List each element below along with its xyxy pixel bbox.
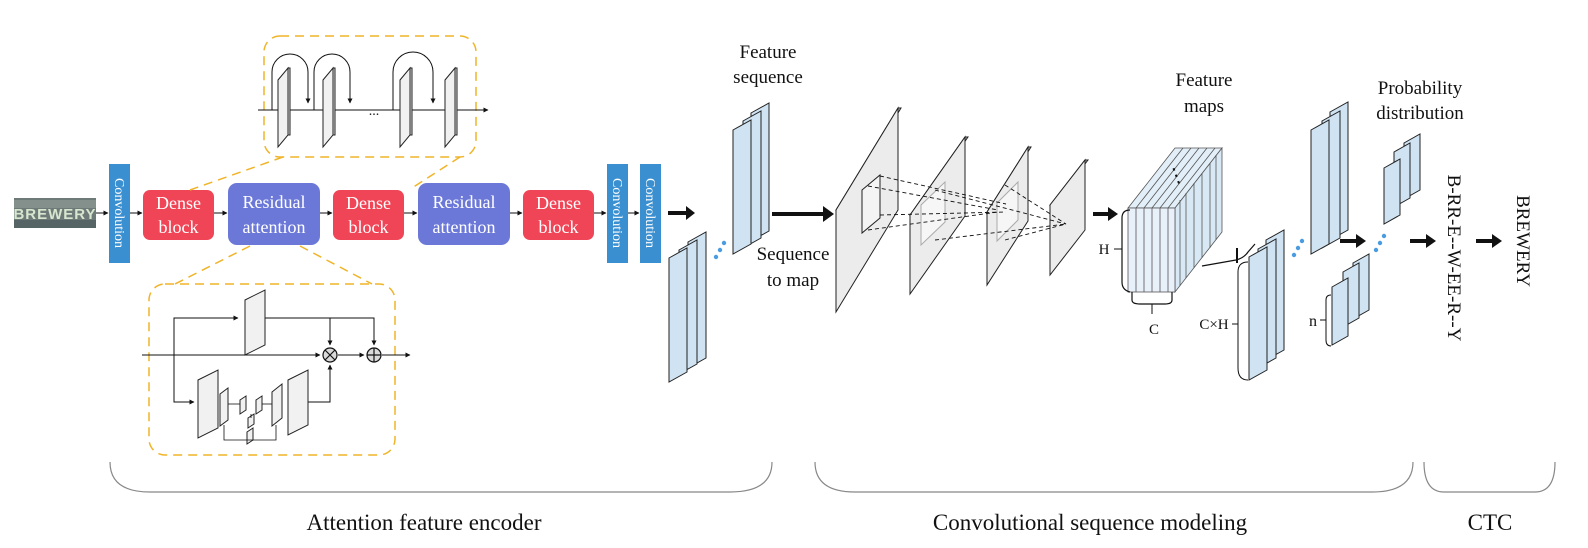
receptive-field-lines	[867, 175, 1067, 241]
input-word-image: BREWERY	[13, 198, 96, 228]
zoom-ellipsis: ...	[369, 104, 380, 119]
dense-block-2: Dense block	[333, 190, 404, 240]
conv-layer-2	[909, 135, 969, 296]
conv-layer-3	[986, 145, 1032, 287]
section-label-ctc: CTC	[1468, 510, 1513, 535]
ctc-output-word: BREWERY	[1512, 195, 1533, 287]
residual-attention-block-2: Residual attention	[418, 183, 510, 245]
n-label: n	[1309, 313, 1317, 330]
dense-block-label-line1: Dense	[536, 193, 581, 213]
feature-sequence-stack-low	[668, 231, 707, 383]
residual-block-label-line2: attention	[243, 217, 306, 237]
conv-block-2: Convolution	[607, 164, 628, 263]
dense-block-label-line1: Dense	[156, 193, 201, 213]
sequence-to-map-label-line2: to map	[767, 270, 819, 291]
conv-block-label: Convolution	[111, 178, 126, 248]
dense-block-zoom-panel: ...	[189, 35, 489, 191]
input-image-text: BREWERY	[13, 206, 96, 223]
dense-block-3: Dense block	[523, 190, 594, 240]
residual-block-label-line1: Residual	[433, 192, 496, 212]
encoder-output-arrow	[668, 206, 695, 220]
cxh-label: C×H	[1199, 317, 1228, 333]
probability-dots	[1373, 233, 1387, 253]
probability-stack-low	[1331, 253, 1370, 346]
feature-maps-label-line2: maps	[1184, 96, 1224, 117]
dense-block-label-line2: block	[539, 217, 579, 237]
probability-label-line2: distribution	[1376, 103, 1464, 124]
output-sequence-stack	[1310, 101, 1349, 255]
to-probability-arrow	[1340, 234, 1366, 248]
ctc-decode-arrow	[1476, 234, 1502, 248]
dense-block-1: Dense block	[143, 190, 214, 240]
feature-maps-label-line1: Feature	[1176, 70, 1233, 91]
section-label-sequence-modeling: Convolutional sequence modeling	[933, 510, 1248, 535]
residual-attention-block-1: Residual attention	[228, 183, 320, 245]
probability-label-line1: Probability	[1378, 78, 1463, 99]
cxh-sequence-stack	[1248, 229, 1285, 381]
dense-block-label-line2: block	[159, 217, 199, 237]
cxh-dots	[1291, 238, 1305, 258]
conv-block-1: Convolution	[109, 164, 130, 263]
sequence-dots	[713, 240, 727, 260]
sequence-to-map-arrow	[772, 206, 834, 222]
feature-sequence-stack-high	[732, 102, 770, 255]
feature-maps-cube	[1127, 146, 1223, 294]
sequence-to-map-label-line1: Sequence	[757, 244, 830, 265]
conv-layer-1	[835, 106, 902, 314]
residual-block-label-line2: attention	[433, 217, 496, 237]
feature-maps-h-label: H	[1099, 242, 1110, 258]
feature-sequence-label-line1: Feature	[740, 42, 797, 63]
residual-attention-zoom-panel	[142, 245, 411, 456]
probability-stack-high	[1383, 133, 1421, 225]
ctc-raw-sequence: B-RR-E--W-EE-R--Y	[1443, 175, 1464, 342]
section-braces	[109, 461, 1556, 493]
to-ctc-arrow	[1410, 234, 1436, 248]
conv-layer-4	[1048, 158, 1090, 277]
to-feature-maps-arrow	[1093, 207, 1118, 221]
dense-block-label-line2: block	[349, 217, 389, 237]
conv-block-label: Convolution	[642, 178, 657, 248]
conv-block-3: Convolution	[640, 164, 661, 263]
section-label-encoder: Attention feature encoder	[307, 510, 542, 535]
feature-sequence-label-line2: sequence	[733, 67, 803, 88]
residual-block-label-line1: Residual	[243, 192, 306, 212]
conv-block-label: Convolution	[609, 178, 624, 248]
feature-maps-c-label: C	[1149, 322, 1159, 338]
dense-block-label-line1: Dense	[346, 193, 391, 213]
